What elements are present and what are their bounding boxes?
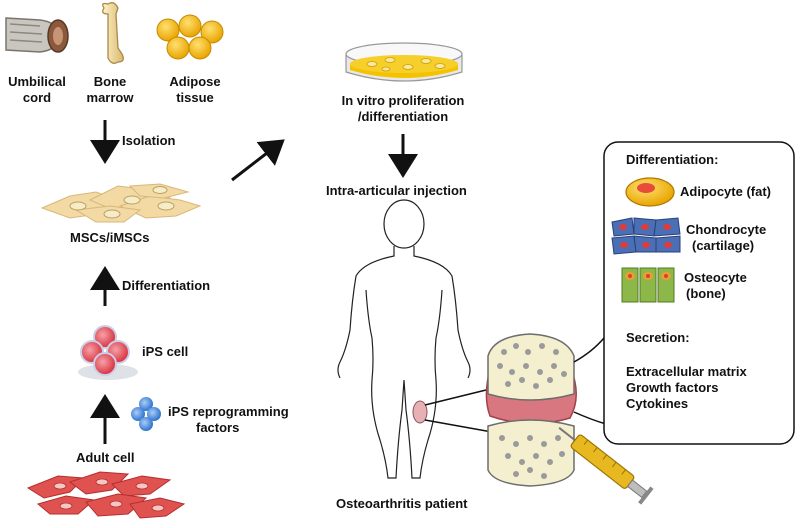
panel-differentiation-title: Differentiation:	[626, 152, 719, 167]
to-culture-arrow	[231, 139, 285, 182]
ips-cell-label: iPS cell	[142, 344, 189, 359]
syringe-icon	[558, 427, 654, 505]
secretion-item: Cytokines	[626, 396, 689, 411]
isolation-label: Isolation	[122, 133, 176, 148]
adipocyte-label: Adipocyte (fat)	[680, 184, 771, 199]
adipocyte-icon	[625, 177, 675, 207]
secretion-list: Extracellular matrix Growth factors Cyto…	[626, 364, 747, 412]
osteocyte-icon	[621, 267, 675, 303]
in-vitro-label: In vitro proliferation/differentiation	[341, 93, 465, 124]
info-panel	[603, 141, 795, 445]
human-body-icon	[337, 199, 471, 479]
ips-cells-icon	[78, 325, 138, 380]
knee-marker	[412, 400, 428, 424]
msc-cells-icon	[40, 183, 202, 223]
patient-label: Osteoarthritis patient	[336, 496, 468, 511]
differentiation-step-label: Differentiation	[122, 278, 211, 293]
osteocyte-label: Osteocyte(bone)	[684, 270, 747, 301]
adult-cell-label: Adult cell	[76, 450, 135, 465]
secretion-item: Growth factors	[626, 380, 719, 395]
petri-dish-icon	[345, 42, 463, 82]
mscs-label: MSCs/iMSCs	[70, 230, 150, 245]
joint-icon	[485, 333, 577, 487]
chondrocyte-label: Chondrocyte(cartilage)	[686, 222, 767, 253]
adipose-icon	[156, 14, 224, 60]
panel-secretion-title: Secretion:	[626, 330, 690, 345]
chondrocyte-icon	[611, 217, 681, 255]
injection-label: Intra-articular injection	[326, 183, 467, 198]
bone-icon	[102, 2, 124, 64]
reprogramming-factors-icon	[131, 397, 161, 431]
umbilical-cord-icon	[5, 17, 69, 53]
secretion-item: Extracellular matrix	[626, 364, 747, 379]
